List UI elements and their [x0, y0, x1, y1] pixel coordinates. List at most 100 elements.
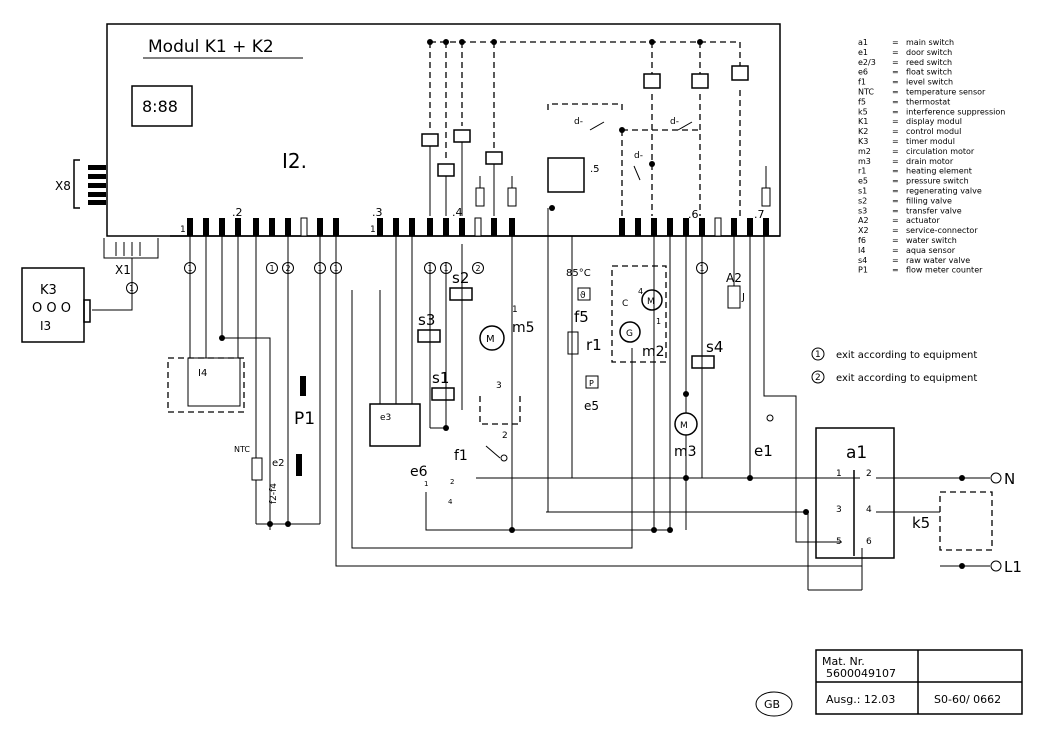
legend-code: e1	[858, 48, 868, 57]
a2-j: J	[741, 292, 745, 303]
title-block: Mat. Nr. 5600049107 Ausg.: 12.03 S0-60/ …	[755, 649, 1023, 717]
legend-code: I4	[858, 246, 865, 255]
legend-code: e5	[858, 177, 868, 186]
pin-strip	[170, 217, 780, 237]
pin-block	[427, 218, 433, 236]
mat-value: 5600049107	[826, 667, 896, 680]
e6-pin-2: 2	[450, 478, 454, 486]
notes: 1 exit according to equipment 2 exit acc…	[811, 347, 977, 384]
legend-code: s1	[858, 187, 867, 196]
legend-eq: =	[892, 127, 899, 136]
m3-label: m3	[674, 444, 697, 460]
pin-block	[285, 218, 291, 236]
legend-code: m3	[858, 157, 871, 166]
pin-block	[667, 218, 673, 236]
m5-motor-symbol: M	[486, 334, 495, 345]
relay-d-1: d-	[574, 117, 583, 127]
legend-eq: =	[892, 38, 899, 47]
pin-block	[235, 218, 241, 236]
relay-box-5: .5 d- d- d-	[547, 103, 693, 211]
circulation-motor-m2: M G C 4 1 m2	[611, 265, 667, 363]
l1-terminal: L1	[1004, 558, 1022, 576]
note1-num: 1	[815, 350, 821, 360]
legend-code: a1	[858, 38, 868, 47]
legend-code: s2	[858, 196, 867, 205]
marker-circle	[472, 262, 484, 274]
marker-number: 1	[334, 264, 339, 273]
s1-label: s1	[432, 369, 449, 387]
pin-block	[509, 218, 515, 236]
pin-block	[443, 218, 449, 236]
pin-block	[409, 218, 415, 236]
k3-label: K3	[40, 283, 57, 298]
legend-eq: =	[892, 256, 899, 265]
marker-circle	[696, 262, 708, 274]
legend-desc: drain motor	[906, 157, 954, 166]
pin-block	[393, 218, 399, 236]
legend-eq: =	[892, 157, 899, 166]
a1-pin-4: 4	[866, 505, 872, 515]
legend-eq: =	[892, 107, 899, 116]
m2-generator: G	[626, 329, 633, 339]
marker-number: 2	[286, 264, 291, 273]
i4-label: I4	[198, 368, 207, 379]
pin-block	[474, 217, 482, 237]
group-3: .3	[372, 206, 383, 219]
e6-label: e6	[410, 464, 428, 480]
legend-eq: =	[892, 68, 899, 77]
a1-label: a1	[846, 443, 867, 463]
legend-code: K3	[858, 137, 868, 146]
marker-number: 1	[428, 264, 433, 273]
x1-label: X1	[115, 263, 131, 277]
pin-block	[459, 218, 465, 236]
relay-d-2: d-	[670, 117, 679, 127]
legend-desc: control modul	[906, 127, 961, 136]
legend-desc: transfer valve	[906, 206, 962, 215]
legend-eq: =	[892, 48, 899, 57]
pin-block	[317, 218, 323, 236]
legend-desc: pressure switch	[906, 177, 969, 186]
m2-c: C	[622, 299, 628, 309]
pin-block	[253, 218, 259, 236]
note1-text: exit according to equipment	[836, 350, 977, 361]
legend-code: s3	[858, 206, 867, 215]
f1-label: f1	[454, 448, 468, 464]
marker-circle	[314, 262, 326, 274]
legend-eq: =	[892, 147, 899, 156]
pin-block	[203, 218, 209, 236]
group-7: .7	[754, 208, 765, 221]
pin1-b: 1	[370, 225, 376, 235]
marker-number: 1	[270, 264, 275, 273]
pin1-a: 1	[180, 225, 186, 235]
f5-label: f5	[574, 308, 589, 326]
pin-block	[683, 218, 689, 236]
timer-module-k3: K3 O O O I3	[21, 267, 91, 343]
e1-label: e1	[754, 442, 773, 460]
legend-code: X2	[858, 226, 869, 235]
legend-desc: circulation motor	[906, 147, 975, 156]
pin-block	[763, 218, 769, 236]
interference-filter-k5: k5 N L1	[912, 470, 1022, 576]
m5-pin-2: 2	[502, 431, 508, 441]
heating-thermostat: 85°C ϑ f5 r1 P e5	[566, 236, 602, 478]
legend-eq: =	[892, 137, 899, 146]
ausg-value: Ausg.: 12.03	[826, 693, 895, 706]
legend-code: r1	[858, 167, 866, 176]
e6-pin-1: 1	[424, 480, 428, 488]
legend-eq: =	[892, 58, 899, 67]
legend-desc: water switch	[906, 236, 957, 245]
m5-label: m5	[512, 320, 535, 336]
e5-box: P	[589, 379, 594, 388]
note2-text: exit according to equipment	[836, 373, 977, 384]
legend-eq: =	[892, 167, 899, 176]
connector-x8: X8	[55, 159, 106, 209]
legend-desc: filling valve	[906, 196, 952, 205]
legend-code: f6	[858, 236, 866, 245]
k5-label: k5	[912, 514, 930, 532]
legend-code: K1	[858, 117, 868, 126]
a1-pin-6: 6	[866, 537, 872, 547]
s4-label: s4	[706, 338, 723, 356]
module-title: Modul K1 + K2	[148, 37, 274, 57]
pin-block	[491, 218, 497, 236]
legend-desc: heating element	[906, 167, 972, 176]
